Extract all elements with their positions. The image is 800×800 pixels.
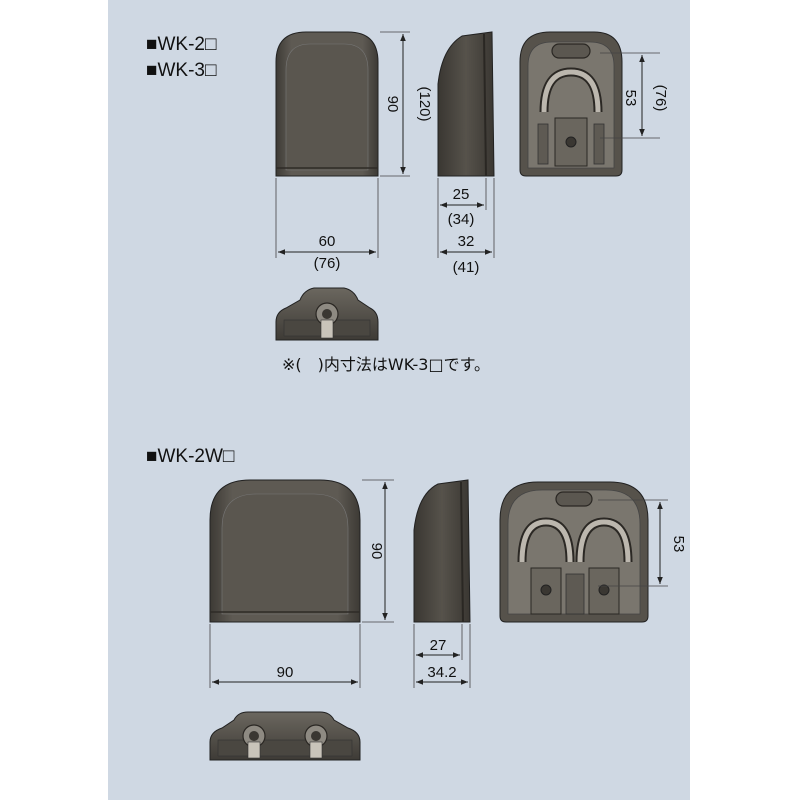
dim-front-height: 90 (120) xyxy=(380,31,433,177)
dim-side-depth: 25 (34) 32 (41) xyxy=(437,178,495,276)
dim-wk2w-back-pitch-label: 53 xyxy=(670,536,687,553)
title-wk3: ■WK-3□ xyxy=(146,60,217,81)
bottom-view-wk2 xyxy=(275,287,379,341)
section-wk2w: ■WK-2W□ 90 90 xyxy=(146,446,687,761)
dim-height-label: 90 xyxy=(384,96,401,113)
dim-width-label: 60 xyxy=(319,233,336,250)
note-wk3-dimensions: ※( )内寸法はWK-3□です。 xyxy=(282,355,490,374)
dim-depth-inner-alt-label: (34) xyxy=(448,211,475,228)
dim-wk2w-height-label: 90 xyxy=(368,543,385,560)
dim-depth-outer-alt-label: (41) xyxy=(453,259,480,276)
side-view-wk2w xyxy=(413,479,471,623)
dim-depth-inner-label: 25 xyxy=(453,186,470,203)
dim-wk2w-depth-inner-label: 27 xyxy=(430,637,447,654)
section-wk2-wk3: ■WK-2□ ■WK-3□ 90 (120) 60 (76) xyxy=(146,31,669,374)
back-view-wk2w xyxy=(499,481,649,623)
title-wk2w: ■WK-2W□ xyxy=(146,446,235,467)
front-view-wk2w xyxy=(209,479,361,623)
title-wk2: ■WK-2□ xyxy=(146,34,217,55)
dim-wk2w-depth-outer-label: 34.2 xyxy=(427,664,456,681)
dim-width-alt-label: (76) xyxy=(314,255,341,272)
dim-wk2w-back-pitch: 53 xyxy=(598,499,687,587)
side-view-wk2 xyxy=(437,31,495,177)
dim-wk2w-width: 90 xyxy=(209,624,361,688)
dim-wk2w-width-label: 90 xyxy=(277,664,294,681)
dim-height-alt-label: (120) xyxy=(416,86,433,121)
back-view-wk2 xyxy=(519,31,623,177)
dim-wk2w-depth: 27 34.2 xyxy=(413,624,471,688)
dim-back-pitch-label: 53 xyxy=(622,90,639,107)
front-view-wk2 xyxy=(275,31,379,177)
dim-wk2w-height: 90 xyxy=(362,479,394,623)
dim-depth-outer-label: 32 xyxy=(458,233,475,250)
dim-back-pitch-alt-label: (76) xyxy=(652,85,669,112)
bottom-view-wk2w xyxy=(209,711,361,761)
dim-front-width: 60 (76) xyxy=(275,178,379,272)
dim-back-pitch: 53 (76) xyxy=(600,52,669,139)
